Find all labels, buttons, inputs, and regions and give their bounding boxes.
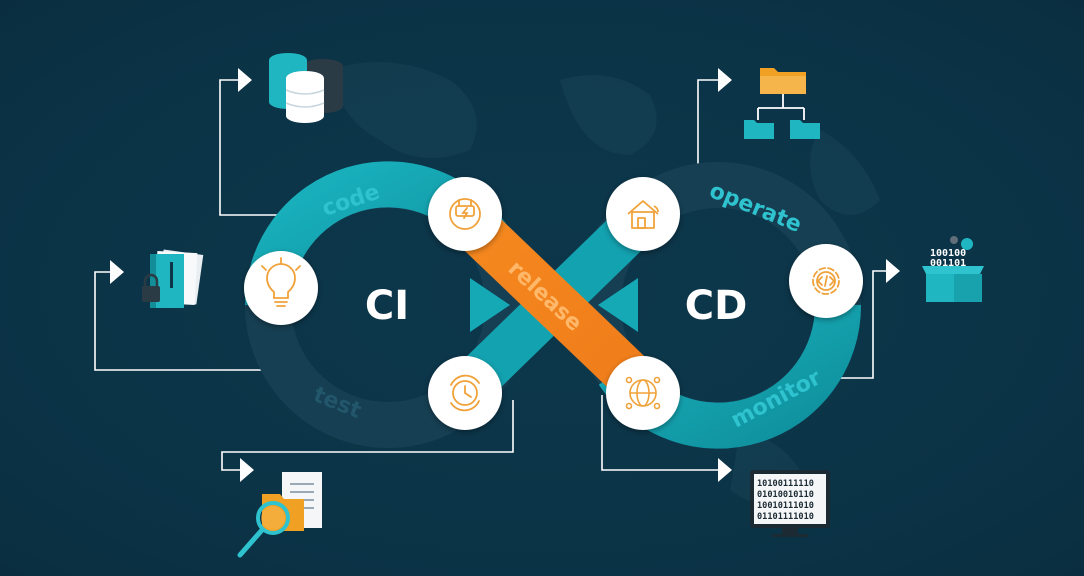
ci-label: CI	[365, 283, 409, 329]
gear-icon	[961, 238, 973, 250]
lightbulb-icon	[261, 257, 301, 307]
connector-lines	[94, 79, 886, 471]
arrow-database	[238, 68, 252, 92]
monitor-line-4: 01101111010	[757, 512, 814, 522]
connector-arrows	[110, 68, 900, 482]
release-band	[445, 197, 662, 408]
small-gear-icon	[950, 236, 958, 244]
node-idea	[244, 251, 318, 325]
arrow-binary-box	[886, 259, 900, 283]
arrow-folders	[718, 68, 732, 92]
database-icon	[269, 53, 343, 123]
binary-line-2: 001101	[930, 258, 966, 269]
search-documents-icon	[237, 472, 322, 558]
cd-label: CD	[685, 283, 748, 329]
binary-line-1: 100100	[930, 248, 966, 259]
node-home	[606, 177, 680, 251]
monitor-line-3: 10010111010	[757, 501, 814, 511]
arrow-monitor	[718, 458, 732, 482]
center-chevron-right	[598, 278, 638, 332]
home-icon	[627, 200, 659, 229]
gear-code-icon	[812, 267, 840, 295]
locked-files-icon	[142, 249, 204, 308]
node-plugin	[428, 177, 502, 251]
monitor-line-1: 10100111110	[757, 479, 814, 489]
center-chevron-left	[470, 278, 510, 332]
arrow-search-docs	[240, 458, 254, 482]
plugin-icon	[449, 198, 481, 230]
globe-icon	[625, 376, 661, 410]
monitor-line-2: 01010010110	[757, 490, 814, 500]
binary-monitor-icon: 10100111110 01010010110 10010111010 0110…	[750, 470, 830, 537]
arrow-files	[110, 260, 124, 284]
clock-icon	[450, 374, 480, 412]
folder-tree-icon	[744, 68, 820, 139]
binary-box-icon: 100100 001101 101001	[922, 236, 984, 302]
